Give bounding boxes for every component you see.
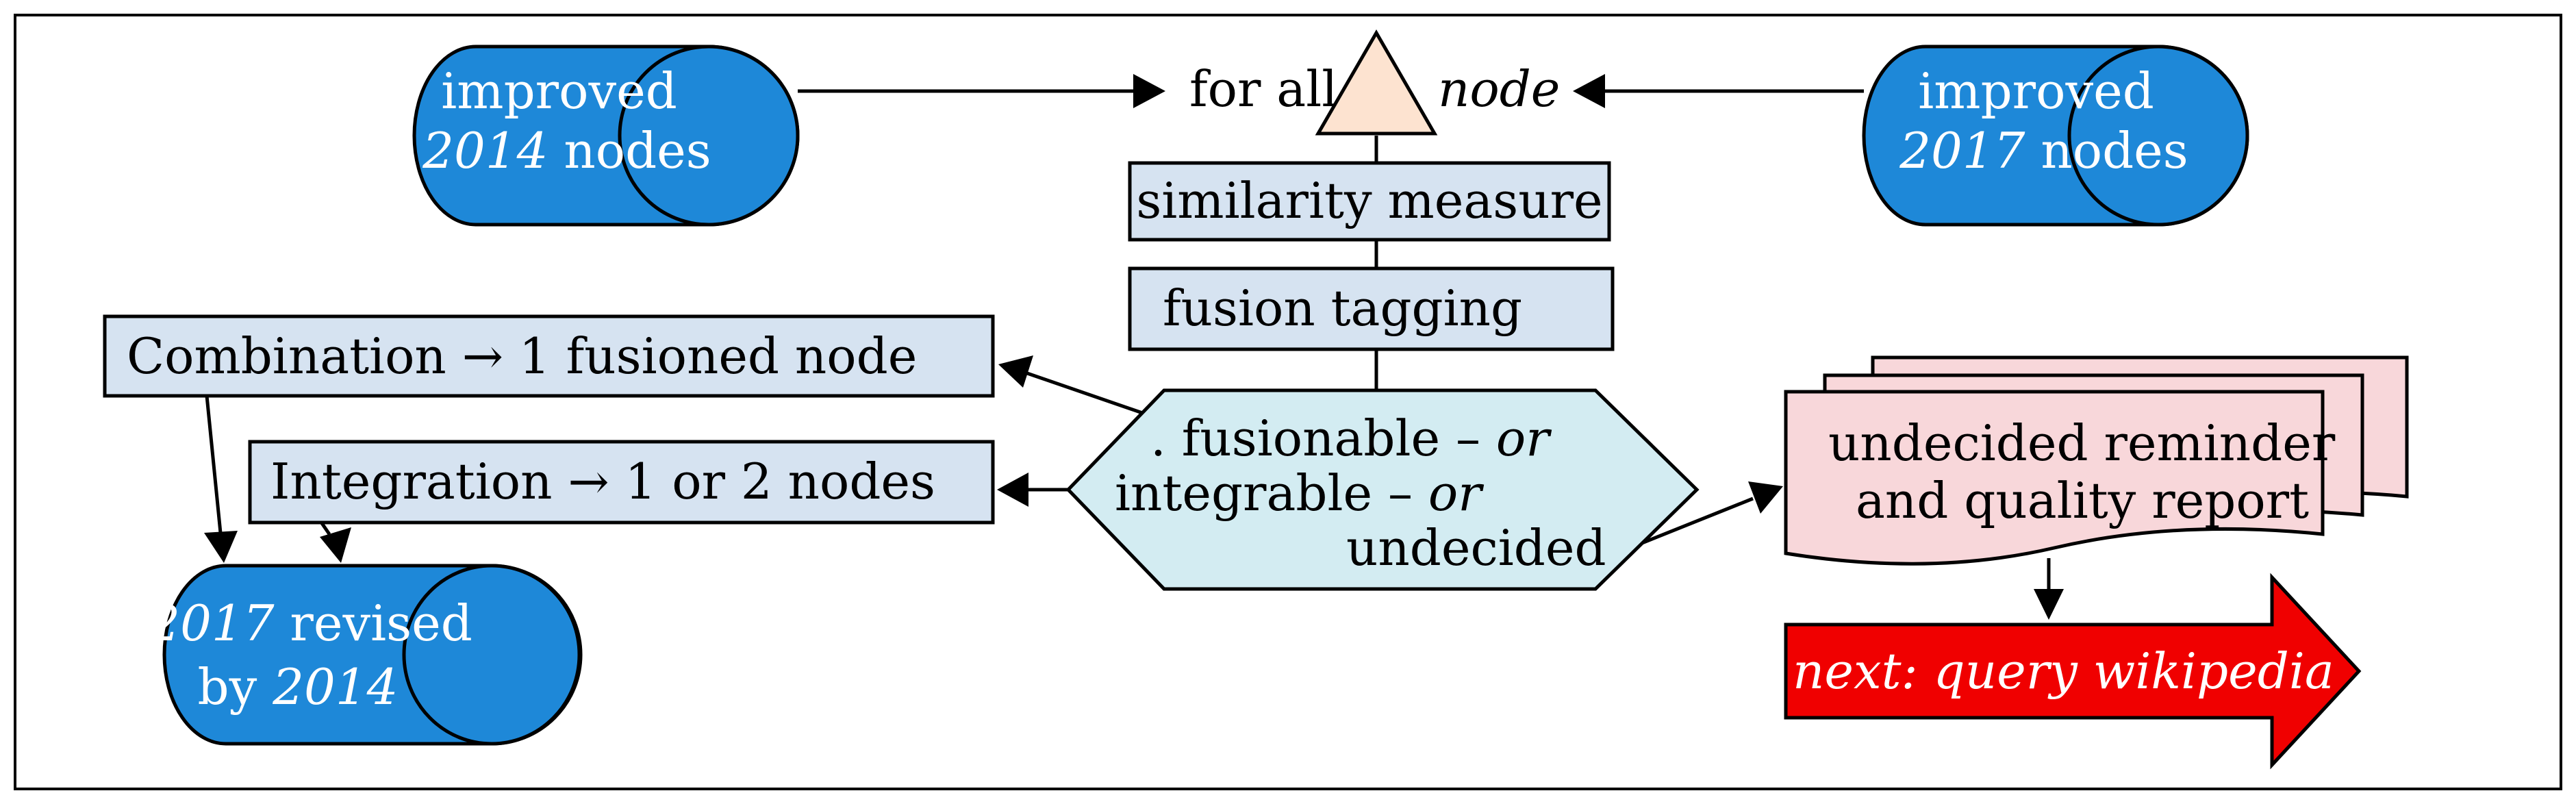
similarity-measure-step: similarity measure [1128, 161, 1611, 242]
decision-line3: undecided [1346, 519, 1606, 577]
edge-integration-to-revised [320, 522, 331, 536]
cylinder-revised-end [402, 564, 581, 746]
cylinder-2017-end [2067, 45, 2249, 227]
integration-box [248, 440, 995, 525]
combination-label: Combination → 1 fusioned node [127, 327, 917, 385]
fusion-tagging-step: fusion tagging [1128, 266, 1615, 351]
cylinder-revised-suffix: revised [275, 594, 472, 652]
decision-line1-text: . fusionable – [1150, 410, 1496, 467]
edge-decision-to-combination [1026, 371, 1151, 418]
arrowhead-combination [998, 355, 1033, 388]
cylinder-2017-line1: improved [1918, 62, 2154, 120]
decision-line1: . fusionable – or [1150, 410, 1552, 467]
cylinder-improved-2017-nodes: improved 2017 nodes [1862, 45, 2249, 227]
cylinder-revised-label: 2017 revised by 2014 [148, 594, 488, 716]
node-label: node [1438, 60, 1560, 118]
cylinder-revised-line1: 2017 revised [148, 594, 472, 652]
arrowhead-forall-left [1133, 74, 1165, 108]
cylinder-revised-by: by [198, 658, 273, 716]
arrowhead-next [2034, 589, 2064, 620]
similarity-measure-label: similarity measure [1136, 172, 1602, 229]
edge-combination-to-revised [205, 395, 223, 533]
arrowhead-integration [997, 473, 1028, 507]
decision-line2-or: or [1428, 464, 1484, 522]
decision-hexagon: . fusionable – or integrable – or undeci… [1065, 388, 1700, 591]
cylinder-2017-label: improved 2017 nodes [1899, 62, 2188, 179]
undecided-report-documents: undecided reminder and quality report [1784, 355, 2409, 566]
diagram-frame [14, 14, 2562, 790]
cylinder-2014-year: 2014 [422, 122, 548, 179]
combination-step: Combination → 1 fusioned node [103, 314, 995, 398]
report-line2: and quality report [1856, 472, 2309, 529]
cylinder-2017-year: 2017 [1899, 122, 2025, 179]
triangle-icon [1315, 29, 1438, 136]
integration-step: Integration → 1 or 2 nodes [248, 440, 995, 525]
decision-shape [1065, 388, 1700, 591]
for-all-label: for all [1189, 60, 1337, 118]
decision-line2: integrable – or [1115, 464, 1484, 522]
next-step-arrow: next: query wikipedia [1784, 573, 2362, 770]
next-arrow-shape [1784, 573, 2362, 770]
arrowhead-report [1748, 481, 1783, 514]
arrowhead-revised-1 [204, 531, 238, 563]
cylinder-revised-year2: 2014 [272, 658, 398, 716]
report-line1: undecided reminder [1828, 414, 2336, 472]
similarity-box [1128, 161, 1611, 242]
fusion-box [1128, 266, 1615, 351]
arrowhead-forall-right [1573, 74, 1605, 108]
for-all-node: for all node [1189, 29, 1560, 136]
arrowhead-revised-2 [320, 527, 351, 563]
combination-box [103, 314, 995, 398]
cylinder-2014-line2: 2014 nodes [422, 122, 711, 179]
cylinder-improved-2014-nodes: improved 2014 nodes [412, 45, 800, 227]
cylinder-2017-line2: 2017 nodes [1899, 122, 2188, 179]
cylinder-revised-year: 2017 [148, 594, 274, 652]
cylinder-2017-revised-by-2014: 2017 revised by 2014 [148, 564, 583, 746]
integration-label: Integration → 1 or 2 nodes [270, 453, 935, 510]
cylinder-2014-end [618, 45, 800, 227]
cylinder-revised-line2: by 2014 [198, 658, 399, 716]
cylinder-2014-label: improved 2014 nodes [422, 62, 711, 179]
cylinder-2014-line1: improved [441, 62, 677, 120]
decision-line1-or: or [1496, 410, 1552, 467]
decision-line2-text: integrable – [1115, 464, 1428, 522]
fusion-tagging-label: fusion tagging [1163, 279, 1522, 337]
report-page-front [1784, 390, 2325, 566]
cylinder-2017-suffix: nodes [2025, 122, 2188, 179]
cylinder-2014-suffix: nodes [548, 122, 711, 179]
next-label: next: query wikipedia [1793, 642, 2334, 700]
